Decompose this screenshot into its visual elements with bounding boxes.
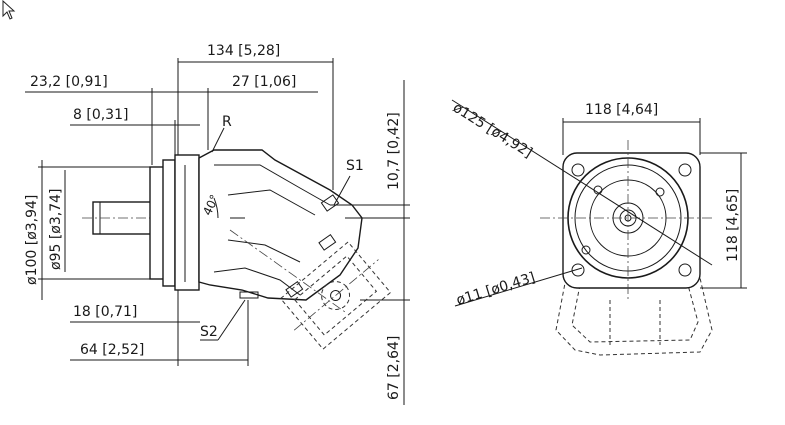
dim-height-10-7: 10,7 [0,42] [386,112,402,190]
dim-front-height: 118 [4,65] [725,189,741,262]
cursor-icon [2,0,16,20]
dim-port-offset: 27 [1,06] [232,74,296,90]
label-port-s2: S2 [200,324,218,340]
dim-dia-100: ø100 [ø3,94] [24,195,40,285]
dim-total-length: 134 [5,28] [207,43,280,59]
dim-length-18: 18 [0,71] [73,304,137,320]
dim-flange-to-shaft: 23,2 [0,91] [30,74,108,90]
label-port-s1: S1 [346,158,364,174]
side-view [82,149,410,350]
dim-dia-125: ø125 [ø4,92] [450,100,535,161]
front-dimensions [451,99,747,307]
dim-height-67: 67 [2,64] [386,336,402,400]
label-radius: R [222,114,232,130]
front-view [540,140,715,356]
side-dimensions [25,58,410,405]
dim-dia-95: ø95 [ø3,74] [48,189,64,271]
front-flange [562,152,701,289]
dim-flange-thickness: 8 [0,31] [73,107,128,123]
dim-length-64: 64 [2,52] [80,342,144,358]
motor-housing [198,149,363,301]
dim-dia-11: ø11 [ø0,43] [454,270,537,309]
dim-front-width: 118 [4,64] [585,102,658,118]
